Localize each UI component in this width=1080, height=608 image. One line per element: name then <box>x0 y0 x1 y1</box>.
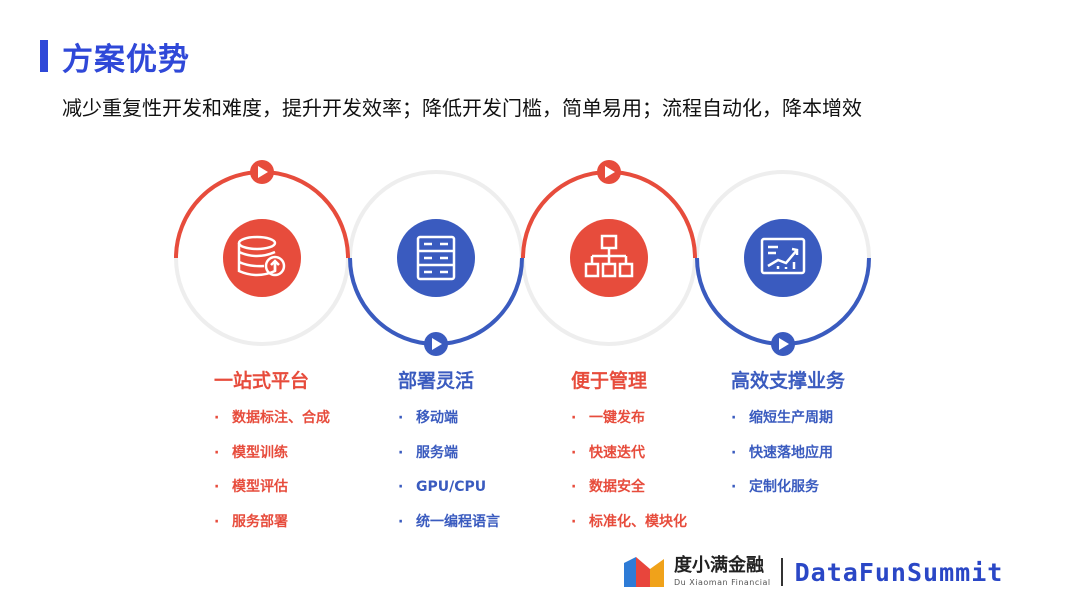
list-item: ·数据标注、合成 <box>214 410 330 426</box>
step-column-2: 部署灵活 ·移动端 ·服务端 ·GPU/CPU ·统一编程语言 <box>398 366 598 545</box>
du-xiaoman-logo-icon <box>624 557 664 587</box>
hierarchy-icon <box>570 219 648 297</box>
summit-logo-text: DataFunSummit <box>794 557 1004 587</box>
page-subtitle: 减少重复性开发和难度，提升开发效率；降低开发门槛，简单易用；流程自动化，降本增效 <box>62 96 862 120</box>
list-item: ·服务部署 <box>214 513 288 530</box>
list-item: ·统一编程语言 <box>398 513 500 530</box>
step-title: 便于管理 <box>571 370 648 392</box>
growth-chart-icon <box>744 219 822 297</box>
brand-name-cn: 度小满金融 <box>674 555 764 576</box>
step-item-list: ·一键发布 ·快速迭代 ·数据安全 ·标准化、模块化 <box>571 407 771 545</box>
step-title: 部署灵活 <box>398 370 475 392</box>
step-title: 高效支撑业务 <box>731 370 846 392</box>
brand-text: 度小满金融 Du Xiaoman Financial <box>674 555 771 588</box>
list-item: ·移动端 <box>398 410 458 426</box>
list-item: ·模型评估 <box>214 479 288 495</box>
step-title: 一站式平台 <box>214 370 310 392</box>
list-item: ·服务端 <box>398 444 458 461</box>
list-item: ·缩短生产周期 <box>731 410 833 426</box>
step-item-list: ·缩短生产周期 ·快速落地应用 ·定制化服务 <box>731 407 931 511</box>
step-item-list: ·移动端 ·服务端 ·GPU/CPU ·统一编程语言 <box>398 407 598 545</box>
step-item-list: ·数据标注、合成 ·模型训练 ·模型评估 ·服务部署 <box>214 407 414 545</box>
play-marker-3 <box>597 160 621 184</box>
step-column-1: 一站式平台 ·数据标注、合成 ·模型训练 ·模型评估 ·服务部署 <box>214 366 414 545</box>
server-rack-icon <box>397 219 475 297</box>
play-marker-1 <box>250 160 274 184</box>
footer-divider <box>780 558 783 586</box>
step-column-4: 高效支撑业务 ·缩短生产周期 ·快速落地应用 ·定制化服务 <box>731 366 931 511</box>
list-item: ·标准化、模块化 <box>571 513 687 530</box>
database-upload-icon <box>223 219 301 297</box>
page-title: 方案优势 <box>62 42 190 78</box>
list-item: ·模型训练 <box>214 444 288 461</box>
list-item: ·数据安全 <box>571 479 645 495</box>
list-item: ·GPU/CPU <box>398 479 487 495</box>
list-item: ·一键发布 <box>571 410 645 426</box>
brand-name-en: Du Xiaoman Financial <box>674 578 771 587</box>
play-marker-4 <box>771 332 795 356</box>
footer-branding: 度小满金融 Du Xiaoman Financial DataFunSummit <box>622 552 1003 592</box>
title-accent-bar <box>40 40 48 72</box>
list-item: ·快速迭代 <box>571 444 645 461</box>
list-item: ·快速落地应用 <box>731 444 833 461</box>
list-item: ·定制化服务 <box>731 479 819 495</box>
step-column-3: 便于管理 ·一键发布 ·快速迭代 ·数据安全 ·标准化、模块化 <box>571 366 771 545</box>
play-marker-2 <box>424 332 448 356</box>
